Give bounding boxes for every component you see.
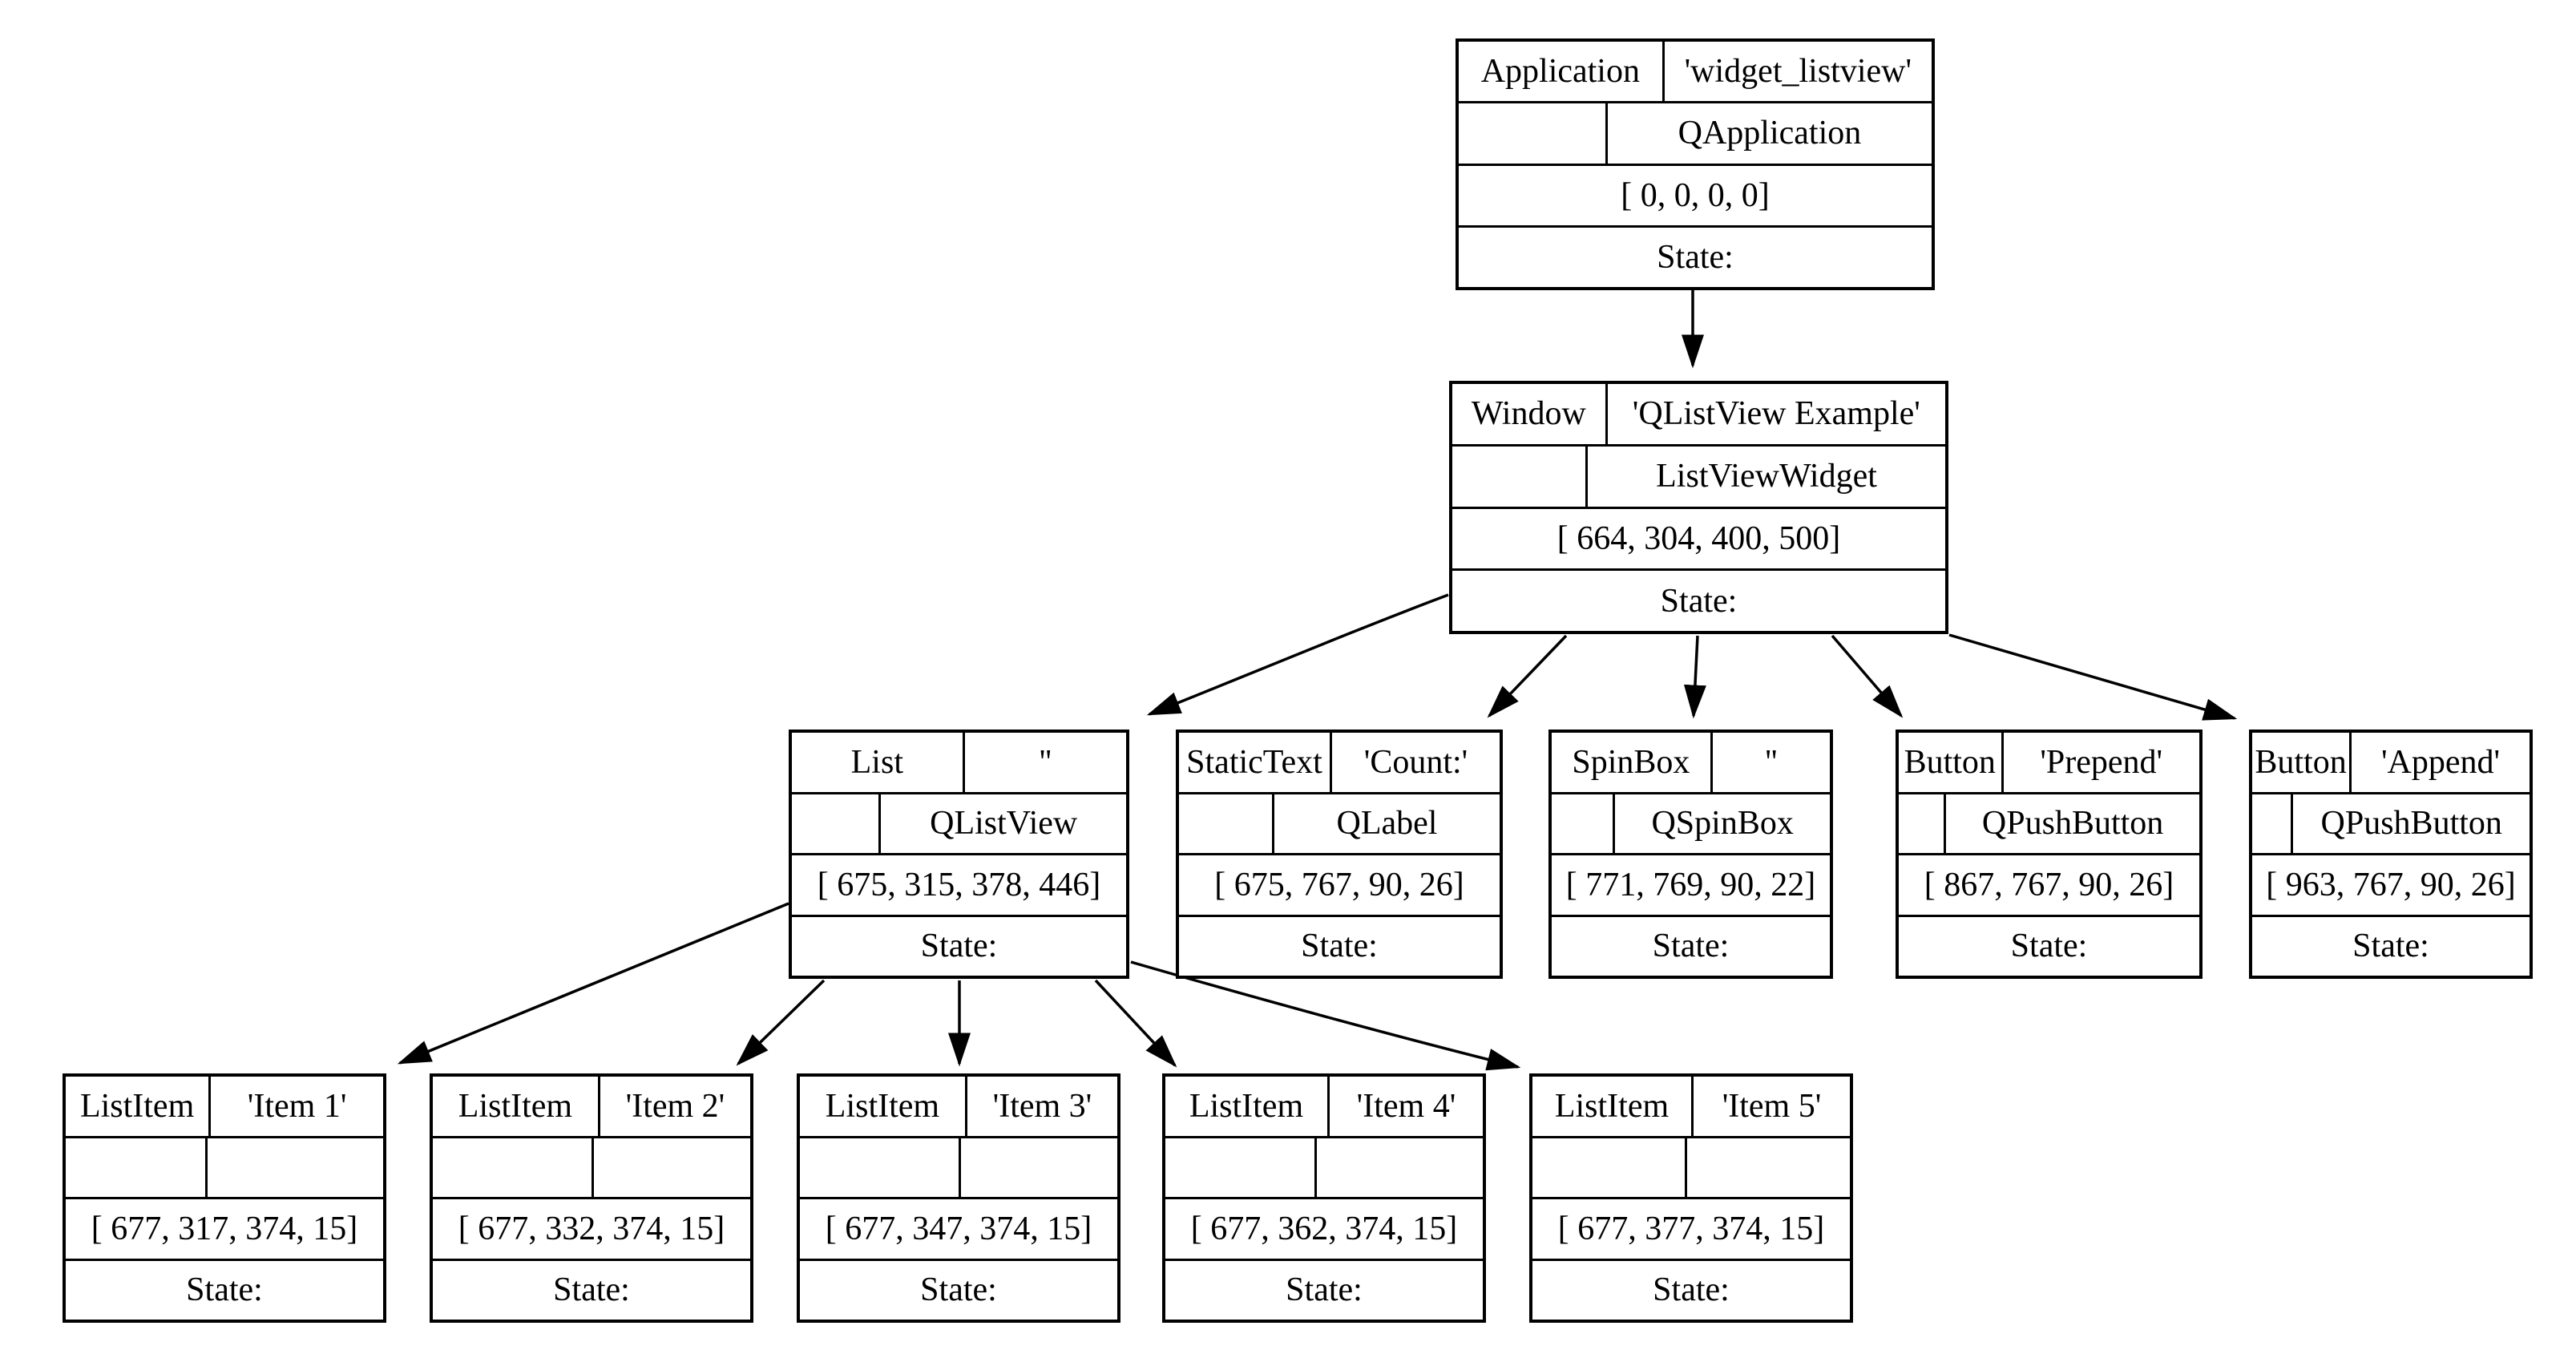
geometry-cell: [ 677, 377, 374, 15]	[1557, 1210, 1825, 1247]
node-listitem-5: ListItem 'Item 5' [ 677, 377, 374, 15] S…	[1529, 1073, 1853, 1323]
state-cell: State:	[553, 1271, 630, 1309]
geometry-cell: [ 664, 304, 400, 500]	[1557, 519, 1841, 557]
name-cell: ''	[1710, 733, 1830, 792]
node-listitem-4: ListItem 'Item 4' [ 677, 362, 374, 15] S…	[1162, 1073, 1486, 1323]
state-cell: State:	[1653, 1271, 1730, 1309]
empty-cell	[1165, 1138, 1314, 1198]
state-cell: State:	[186, 1271, 263, 1309]
role-cell: ListItem	[1554, 1087, 1670, 1125]
role-cell: ListItem	[1189, 1087, 1304, 1125]
name-cell: 'Prepend'	[2001, 733, 2200, 792]
empty-cell	[1899, 794, 1944, 854]
name-cell: 'QListView Example'	[1605, 384, 1945, 444]
class-cell: QApplication	[1605, 103, 1932, 164]
edge-window-prepend	[1831, 634, 1904, 718]
edge-window-spinbox	[1683, 635, 1706, 719]
class-cell	[592, 1138, 750, 1197]
edge-list-item1	[397, 902, 789, 1065]
name-cell: 'Item 3'	[964, 1077, 1117, 1136]
empty-cell	[1532, 1138, 1685, 1198]
name-cell: 'Item 5'	[1691, 1077, 1850, 1136]
node-listitem-1: ListItem 'Item 1' [ 677, 317, 374, 15] S…	[63, 1073, 386, 1323]
name-cell: 'Item 1'	[208, 1077, 383, 1136]
node-listitem-2: ListItem 'Item 2' [ 677, 332, 374, 15] S…	[430, 1073, 753, 1323]
name-cell: 'Item 4'	[1326, 1077, 1483, 1136]
class-cell: QPushButton	[2291, 794, 2530, 853]
empty-cell	[800, 1138, 959, 1198]
class-cell: QSpinBox	[1613, 794, 1830, 853]
edge-window-append	[1948, 633, 2238, 721]
state-cell: State:	[2010, 928, 2088, 965]
name-cell: ''	[962, 733, 1126, 792]
empty-cell	[2252, 794, 2291, 854]
edge-window-list	[1146, 593, 1449, 716]
state-cell: State:	[1657, 238, 1734, 276]
node-application: Application 'widget_listview' QApplicati…	[1456, 38, 1935, 290]
name-cell: 'Append'	[2349, 733, 2530, 792]
state-cell: State:	[1301, 928, 1378, 965]
class-cell	[1685, 1138, 1850, 1197]
edge-window-statictext	[1487, 634, 1568, 718]
empty-cell	[1552, 794, 1613, 854]
geometry-cell: [ 867, 767, 90, 26]	[1924, 866, 2174, 903]
state-cell: State:	[920, 1271, 997, 1309]
class-cell: QLabel	[1272, 794, 1500, 853]
role-cell: StaticText	[1186, 743, 1322, 781]
empty-cell	[1452, 447, 1585, 507]
node-list: List '' QListView [ 675, 315, 378, 446] …	[789, 730, 1129, 979]
empty-cell	[433, 1138, 592, 1198]
geometry-cell: [ 677, 317, 374, 15]	[91, 1210, 358, 1247]
state-cell: State:	[920, 928, 998, 965]
role-cell: SpinBox	[1572, 743, 1690, 781]
class-cell: ListViewWidget	[1585, 446, 1945, 507]
name-cell: 'Count:'	[1330, 733, 1500, 792]
node-listitem-3: ListItem 'Item 3' [ 677, 347, 374, 15] S…	[797, 1073, 1120, 1323]
node-window: Window 'QListView Example' ListViewWidge…	[1449, 381, 1948, 634]
geometry-cell: [ 771, 769, 90, 22]	[1565, 866, 1816, 903]
node-button-prepend: Button 'Prepend' QPushButton [ 867, 767,…	[1896, 730, 2203, 979]
node-button-append: Button 'Append' QPushButton [ 963, 767, …	[2249, 730, 2533, 979]
class-cell: QListView	[878, 794, 1126, 853]
geometry-cell: [ 675, 767, 90, 26]	[1214, 866, 1464, 903]
class-cell	[1314, 1138, 1483, 1197]
role-cell: Button	[1904, 743, 1996, 781]
empty-cell	[1459, 103, 1605, 163]
edge-list-item2	[736, 979, 826, 1066]
geometry-cell: [ 677, 332, 374, 15]	[458, 1210, 725, 1247]
geometry-cell: [ 677, 347, 374, 15]	[825, 1210, 1092, 1247]
class-cell	[959, 1138, 1117, 1197]
node-statictext: StaticText 'Count:' QLabel [ 675, 767, 9…	[1176, 730, 1503, 979]
geometry-cell: [ 0, 0, 0, 0]	[1621, 176, 1770, 214]
role-cell: ListItem	[825, 1087, 940, 1125]
edge-list-item4	[1094, 979, 1177, 1068]
state-cell: State:	[1660, 582, 1738, 620]
empty-cell	[1179, 794, 1272, 854]
role-cell: Window	[1471, 395, 1586, 433]
role-cell: Button	[2255, 743, 2347, 781]
geometry-cell: [ 963, 767, 90, 26]	[2266, 866, 2516, 903]
role-cell: List	[850, 743, 903, 781]
class-cell: QPushButton	[1944, 794, 2199, 853]
empty-cell	[792, 794, 878, 854]
class-cell	[205, 1138, 383, 1197]
geometry-cell: [ 675, 315, 378, 446]	[817, 866, 1101, 903]
name-cell: 'widget_listview'	[1661, 42, 1932, 102]
node-spinbox: SpinBox '' QSpinBox [ 771, 769, 90, 22] …	[1548, 730, 1833, 979]
role-cell: Application	[1480, 53, 1640, 91]
role-cell: ListItem	[458, 1087, 573, 1125]
geometry-cell: [ 677, 362, 374, 15]	[1190, 1210, 1458, 1247]
empty-cell	[66, 1138, 205, 1198]
state-cell: State:	[1286, 1271, 1363, 1309]
state-cell: State:	[1652, 928, 1730, 965]
name-cell: 'Item 2'	[597, 1077, 750, 1136]
role-cell: ListItem	[79, 1087, 195, 1125]
state-cell: State:	[2352, 928, 2429, 965]
